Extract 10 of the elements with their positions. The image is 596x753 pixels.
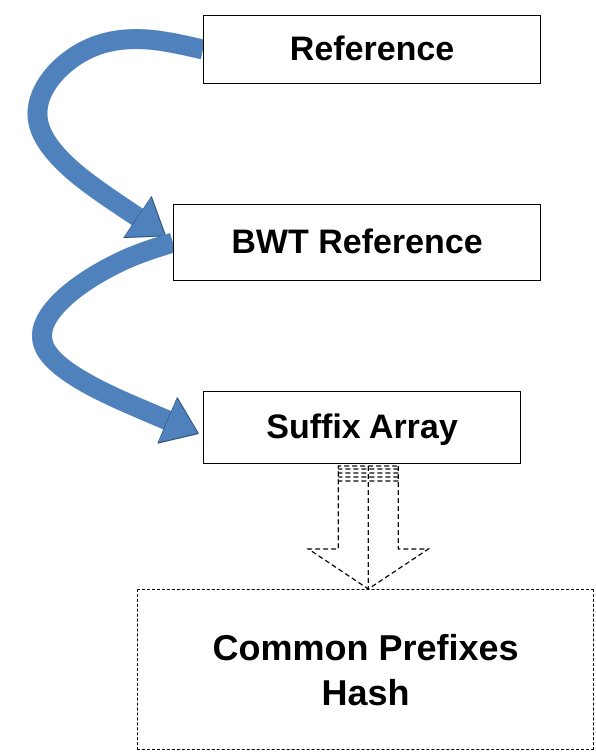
box-label: BWT Reference (231, 222, 483, 264)
box-label: Suffix Array (266, 407, 458, 448)
curved-arrow (28, 29, 206, 238)
process-box (137, 589, 594, 750)
process-box (203, 15, 541, 84)
box-label: Reference (290, 29, 454, 70)
box-label: Common Prefixes Hash (211, 626, 520, 714)
process-box (203, 391, 521, 464)
curved-arrow (32, 232, 199, 444)
process-box (173, 204, 541, 281)
